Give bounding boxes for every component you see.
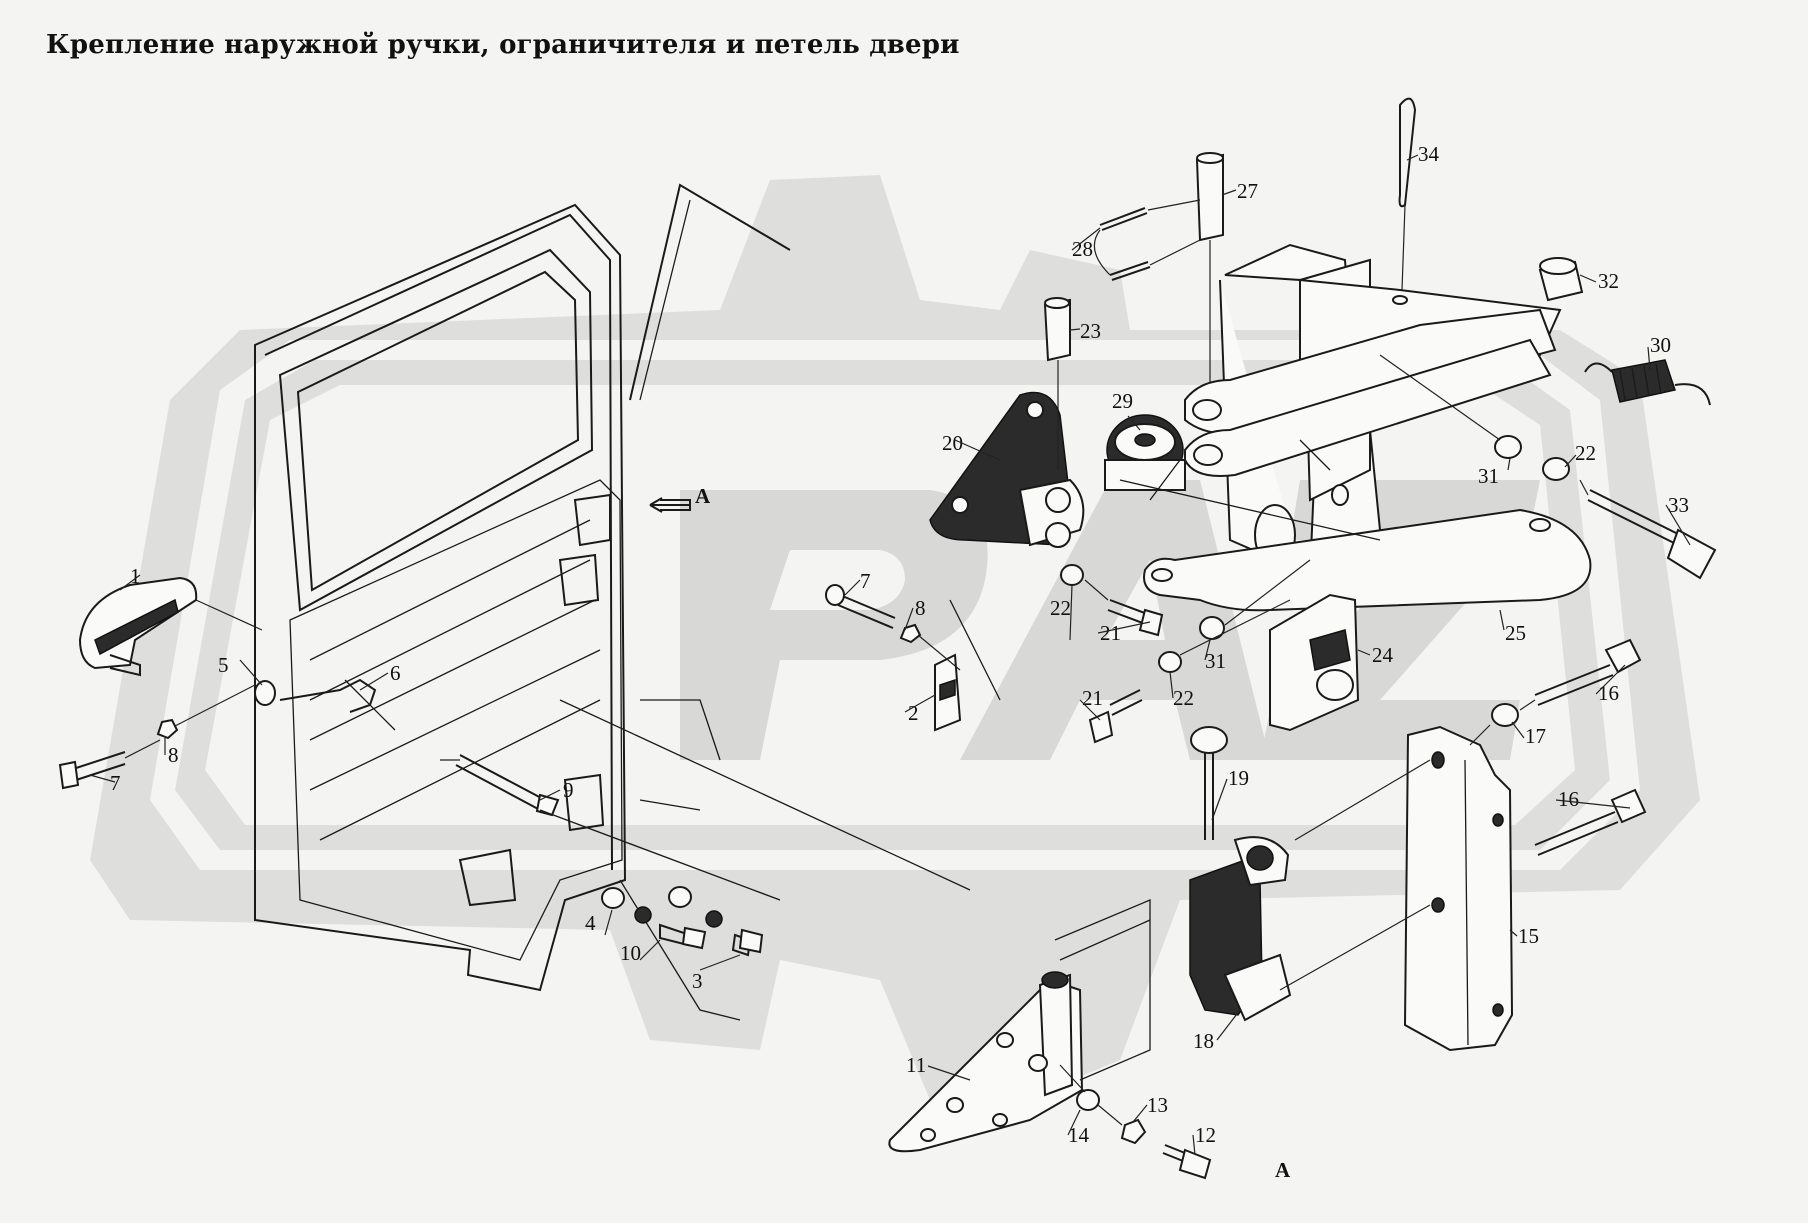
roller-29 xyxy=(1104,414,1186,491)
catch-plate-2 xyxy=(934,653,962,732)
limiter-link-25 xyxy=(1143,508,1592,612)
screw-7-right xyxy=(825,584,896,629)
part-label-18: 18 xyxy=(1193,1029,1214,1053)
bushing-32 xyxy=(1538,257,1584,302)
diagram-title: Крепление наружной ручки, ограничителя и… xyxy=(46,30,960,60)
part-label-17: 17 xyxy=(1525,724,1546,748)
hinge-leaf-11 xyxy=(888,971,1084,1153)
part-label-22-right: 22 xyxy=(1575,441,1596,465)
door-panel xyxy=(254,183,791,1021)
pin-23 xyxy=(1043,297,1071,470)
part-label-33: 33 xyxy=(1668,493,1689,517)
part-label-15: 15 xyxy=(1518,924,1539,948)
part-label-21-upper: 21 xyxy=(1100,621,1121,645)
part-label-25: 25 xyxy=(1505,621,1526,645)
part-label-8-right: 8 xyxy=(915,596,926,620)
part-label-13: 13 xyxy=(1147,1093,1168,1117)
part-label-11: 11 xyxy=(906,1053,926,1077)
part-label-19: 19 xyxy=(1228,766,1249,790)
part-label-31-right: 31 xyxy=(1478,464,1499,488)
spring-30 xyxy=(1584,359,1711,406)
part-label-1: 1 xyxy=(130,564,141,588)
part-label-10: 10 xyxy=(620,941,641,965)
bolt-33 xyxy=(1379,354,1717,580)
part-label-5: 5 xyxy=(218,653,229,677)
part-label-31-middle: 31 xyxy=(1205,649,1226,673)
clips-28 xyxy=(1093,199,1201,281)
outer-door-handle xyxy=(78,574,263,677)
lower-hinge-18 xyxy=(1189,836,1292,1022)
label-leaders xyxy=(89,154,1691,1156)
part-label-7-left: 7 xyxy=(110,771,121,795)
part-label-3: 3 xyxy=(692,969,703,993)
pillar-bracket-15 xyxy=(1279,725,1514,1052)
nut-8-left xyxy=(156,684,256,740)
part-label-32: 32 xyxy=(1598,269,1619,293)
upper-hinge-20 xyxy=(929,391,1085,548)
nut-8-right xyxy=(899,623,961,671)
part-label-6: 6 xyxy=(390,661,401,685)
part-label-24: 24 xyxy=(1372,643,1394,667)
bolt-19 xyxy=(1190,726,1228,840)
part-label-22-left: 22 xyxy=(1050,596,1071,620)
part-label-23: 23 xyxy=(1080,319,1101,343)
part-label-8-left: 8 xyxy=(168,743,179,767)
bracket-24 xyxy=(1269,593,1360,732)
part-label-16-lower: 16 xyxy=(1558,787,1579,811)
construction-lines xyxy=(539,439,1381,1081)
fasteners-3-4-10 xyxy=(601,886,764,971)
part-label-21-lower: 21 xyxy=(1082,686,1103,710)
part-label-29: 29 xyxy=(1112,389,1133,413)
part-label-16-upper: 16 xyxy=(1598,681,1619,705)
part-label-28: 28 xyxy=(1072,237,1093,261)
cotter-pin-34 xyxy=(1398,97,1417,291)
part-label-14: 14 xyxy=(1068,1123,1090,1147)
bolts-16-washer-17 xyxy=(1469,638,1647,856)
part-label-2: 2 xyxy=(908,701,919,725)
part-label-34: 34 xyxy=(1418,142,1440,166)
spacer-5 xyxy=(239,659,276,706)
part-label-9: 9 xyxy=(563,778,574,802)
bolts-21-washers-22 xyxy=(1060,559,1311,744)
upper-bracket xyxy=(1184,243,1562,581)
view-label-a: А xyxy=(695,484,711,508)
part-label-7-right: 7 xyxy=(860,569,871,593)
part-label-27: 27 xyxy=(1237,179,1258,203)
pin-27 xyxy=(1195,152,1224,410)
part-label-12: 12 xyxy=(1195,1123,1216,1147)
view-label-a-bottom: А xyxy=(1275,1158,1291,1182)
fasteners-12-13-14 xyxy=(1059,1064,1212,1180)
screw-7-left xyxy=(58,739,161,790)
part-label-4: 4 xyxy=(585,911,596,935)
part-label-20: 20 xyxy=(942,431,963,455)
part-number-labels: 1 2 3 4 5 6 7 7 8 8 9 10 11 12 13 14 15 … xyxy=(110,142,1689,1147)
part-label-22-middle: 22 xyxy=(1173,686,1194,710)
part-label-30: 30 xyxy=(1650,333,1671,357)
